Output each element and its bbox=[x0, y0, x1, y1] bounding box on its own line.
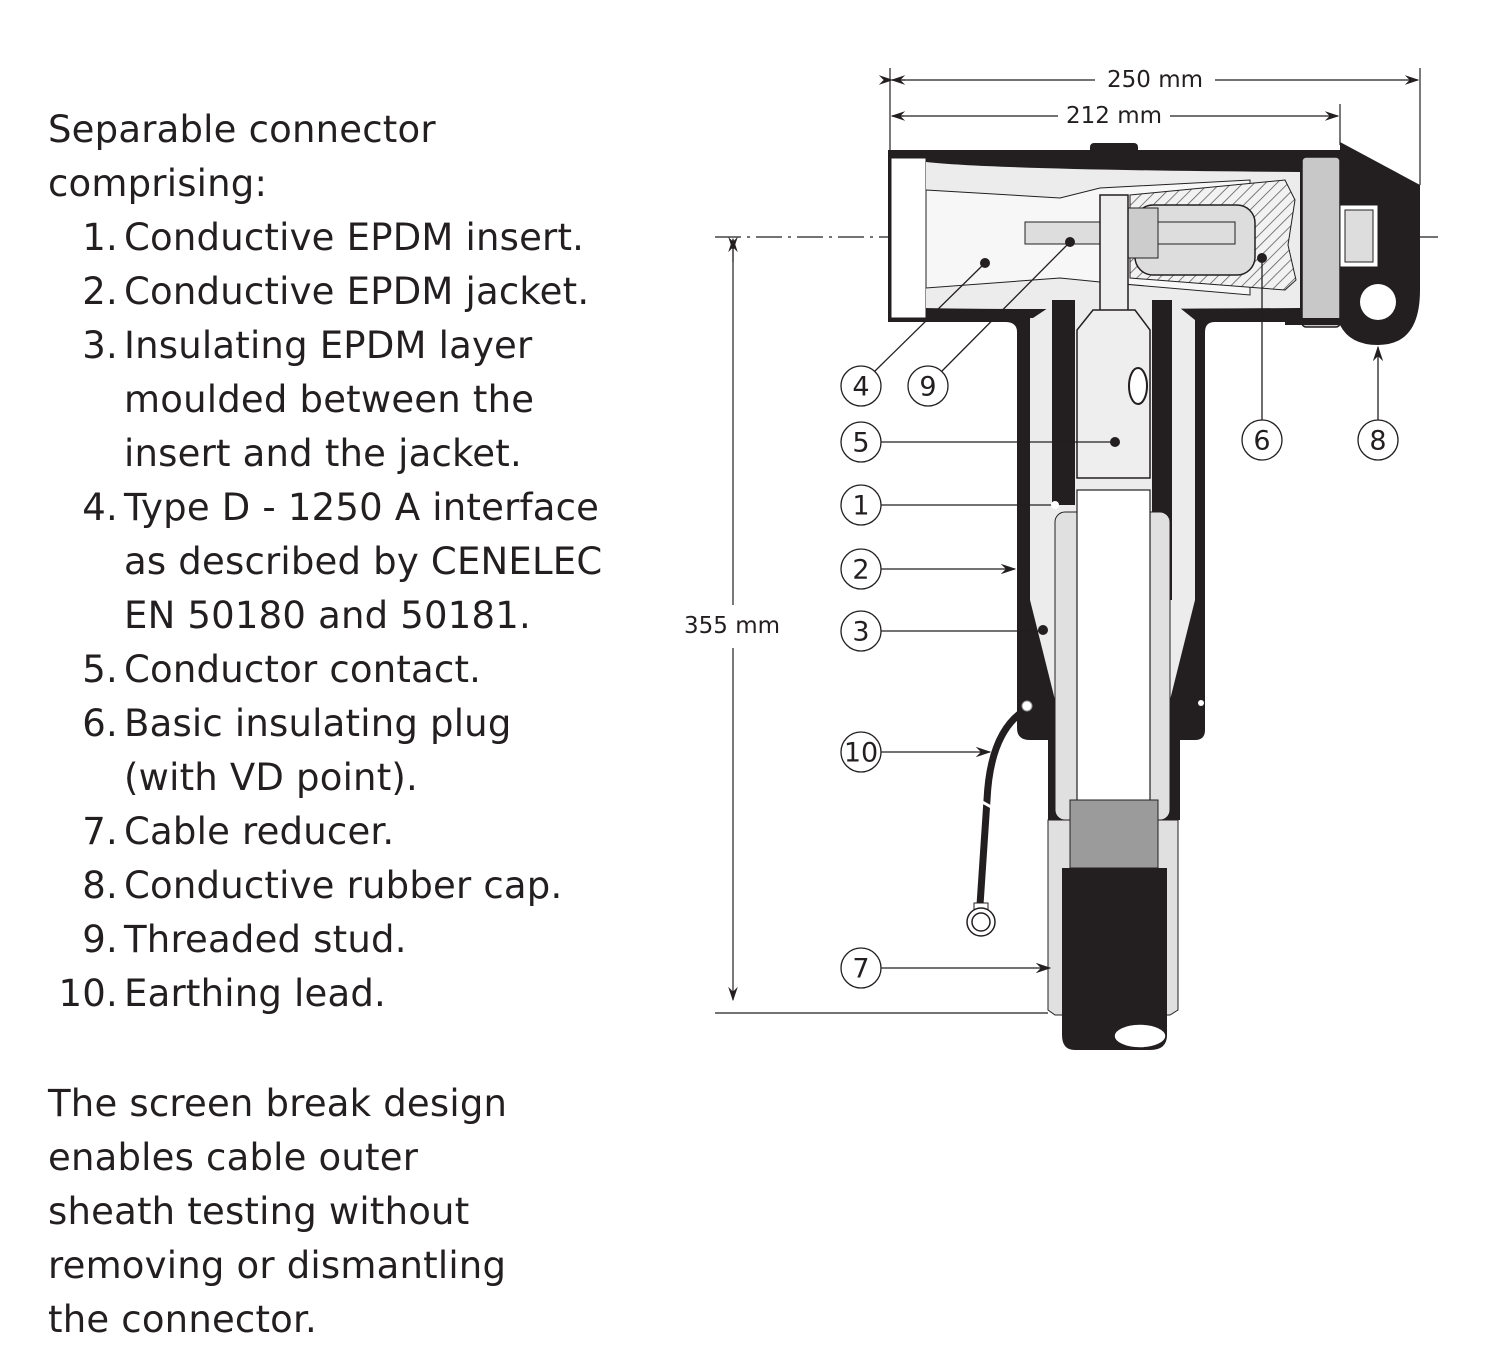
svg-text:1: 1 bbox=[852, 491, 869, 522]
svg-text:10: 10 bbox=[844, 738, 878, 769]
item-label: Cable reducer. bbox=[124, 810, 395, 853]
item-label: Conductive EPDM insert. bbox=[124, 216, 585, 259]
callout-5: 5 bbox=[840, 421, 882, 463]
list-item: 10.Earthing lead. bbox=[48, 967, 644, 1021]
svg-text:5: 5 bbox=[852, 428, 869, 459]
item-number: 5. bbox=[82, 648, 118, 691]
item-number: 4. bbox=[82, 486, 118, 529]
list-item: 6.Basic insulating plug (with VD point). bbox=[48, 697, 644, 805]
item-number: 2. bbox=[82, 270, 118, 313]
list-item: 8.Conductive rubber cap. bbox=[48, 859, 644, 913]
callout-4: 4 bbox=[840, 365, 882, 407]
item-number: 1. bbox=[82, 216, 118, 259]
callout-3: 3 bbox=[840, 610, 882, 652]
callout-10: 10 bbox=[840, 731, 882, 773]
dimension-355 bbox=[715, 236, 1442, 1014]
list-item: 3.Insulating EPDM layer moulded between … bbox=[48, 319, 644, 481]
list-item: 9.Threaded stud. bbox=[48, 913, 644, 967]
item-label: Type D - 1250 A interface as described b… bbox=[124, 486, 603, 637]
callout-7: 7 bbox=[840, 947, 882, 989]
item-number: 7. bbox=[82, 810, 118, 853]
item-number: 10. bbox=[58, 972, 118, 1015]
leader-lines bbox=[874, 241, 1384, 974]
item-label: Conductor contact. bbox=[124, 648, 482, 691]
list-item: 5.Conductor contact. bbox=[48, 643, 644, 697]
callout-1: 1 bbox=[840, 484, 882, 526]
connector-body bbox=[888, 142, 1420, 1050]
svg-text:4: 4 bbox=[852, 372, 869, 403]
dim-label-250: 250 mm bbox=[1107, 67, 1203, 93]
list-item: 2.Conductive EPDM jacket. bbox=[48, 265, 644, 319]
leader-dots bbox=[980, 237, 1267, 635]
callout-6: 6 bbox=[1241, 419, 1283, 461]
svg-text:9: 9 bbox=[919, 372, 936, 403]
list-item: 4.Type D - 1250 A interface as described… bbox=[48, 481, 644, 643]
item-label: Conductive rubber cap. bbox=[124, 864, 563, 907]
item-number: 8. bbox=[82, 864, 118, 907]
svg-text:2: 2 bbox=[852, 555, 869, 586]
svg-text:8: 8 bbox=[1369, 426, 1386, 457]
svg-text:3: 3 bbox=[852, 617, 869, 648]
item-label: Earthing lead. bbox=[124, 972, 386, 1015]
intro-text: Separable connector comprising: bbox=[48, 108, 436, 205]
svg-text:7: 7 bbox=[852, 954, 869, 985]
item-number: 9. bbox=[82, 918, 118, 961]
parts-list: 1.Conductive EPDM insert. 2.Conductive E… bbox=[48, 211, 644, 1021]
dim-label-355: 355 mm bbox=[684, 613, 780, 639]
callout-8: 8 bbox=[1357, 419, 1399, 461]
list-item: 7.Cable reducer. bbox=[48, 805, 644, 859]
item-number: 3. bbox=[82, 324, 118, 367]
item-number: 6. bbox=[82, 702, 118, 745]
item-label: Threaded stud. bbox=[124, 918, 407, 961]
earthing-lead bbox=[966, 709, 1025, 937]
item-label: Basic insulating plug (with VD point). bbox=[124, 702, 512, 799]
item-label: Conductive EPDM jacket. bbox=[124, 270, 590, 313]
dim-label-212: 212 mm bbox=[1066, 103, 1162, 129]
item-label: Insulating EPDM layer moulded between th… bbox=[124, 324, 535, 475]
callout-9: 9 bbox=[907, 365, 949, 407]
svg-text:6: 6 bbox=[1253, 426, 1270, 457]
dimension-250 bbox=[878, 68, 1421, 185]
list-item: 1.Conductive EPDM insert. bbox=[48, 211, 644, 265]
callout-2: 2 bbox=[840, 548, 882, 590]
